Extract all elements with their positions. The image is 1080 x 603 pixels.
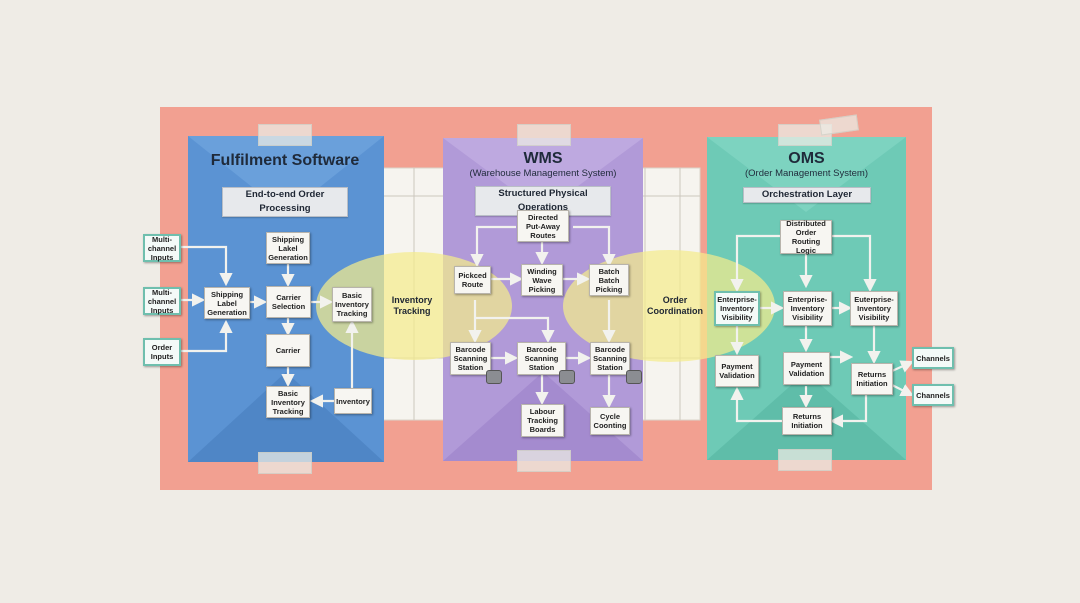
node-carrier: Carrier (266, 334, 310, 367)
input-order-inputs: Order Inputs (143, 338, 181, 366)
node-winding-wave-picking: Winding Wave Picking (521, 264, 563, 296)
node-batch-picking: Batch Batch Picking (589, 264, 629, 296)
input-multi-channel-1: Multi-channel Inputs (143, 234, 181, 262)
tape-decoration (517, 124, 571, 146)
oms-title: OMS (788, 150, 825, 167)
tape-decoration (258, 452, 312, 474)
output-channels-2: Channels (912, 384, 954, 406)
node-barcode-scanning-station-1: Barcode Scanning Station (450, 342, 491, 375)
barcode-scanner-icon (486, 370, 502, 384)
node-shipping-label-generation-top: Shipping Lakel Generation (266, 232, 310, 264)
node-enterprise-inventory-visibility-1: Enterprise-Inventory Visibility (714, 291, 760, 326)
node-returns-initiation-bottom: Returns Initiation (782, 407, 832, 435)
wms-title: WMS (523, 150, 563, 167)
node-inventory: Inventory (334, 388, 372, 414)
node-barcode-scanning-station-3: Barcode Scanning Station (590, 342, 630, 375)
node-basic-inventory-tracking: Basic Inventory Tracking (266, 386, 310, 418)
node-pickced-route: Pickced Route (454, 266, 491, 294)
input-multi-channel-2: Multi-channel Inputs (143, 287, 181, 315)
node-carrier-selection: Carrier Selection (266, 286, 311, 318)
tape-decoration (517, 450, 571, 472)
tape-decoration (258, 124, 312, 146)
oms-subtitle-strip: Orchestration Layer (743, 187, 871, 203)
node-enterprise-inventory-visibility-3: Euterprise-Inventory Visibility (850, 291, 898, 326)
node-cycle-counting: Cycle Coonting (590, 407, 630, 435)
node-labour-tracking-boards: Labour Tracking Boards (521, 404, 564, 437)
node-shipping-label-generation: Shipping Label Generation (204, 287, 250, 319)
node-enterprise-inventory-visibility-2: Enterprise-Inventory Visibility (783, 291, 832, 326)
node-payment-validation-center: Payment Validation (783, 352, 830, 385)
tape-decoration (819, 114, 859, 136)
node-basic-inventory-tracking-right: Basic Inventory Tracking (332, 287, 372, 322)
node-directed-put-away-routes: Directed Put-Away Routes (517, 210, 569, 242)
fulfilment-subtitle-strip: End-to-end Order Processing (222, 187, 348, 217)
inventory-tracking-label: Inventory Tracking (391, 295, 433, 316)
output-channels-1: Channels (912, 347, 954, 369)
tape-decoration (778, 124, 832, 146)
wms-subtitle: (Warehouse Management System) (469, 168, 617, 179)
oms-subtitle: (Order Management System) (744, 168, 868, 179)
node-barcode-scanning-station-2: Barcode Scanning Station (517, 342, 566, 375)
barcode-scanner-icon (626, 370, 642, 384)
node-payment-validation-left: Payment Validation (715, 355, 759, 387)
node-distributed-order-routing-logic: Distributed Order Routing Logic (780, 219, 832, 255)
fulfilment-title: Fulfilment Software (210, 152, 360, 169)
tape-decoration (778, 449, 832, 471)
node-returns-initiation-right: Returns Initiation (851, 363, 893, 395)
order-coordination-label: Order Coordination (647, 295, 703, 316)
barcode-scanner-icon (559, 370, 575, 384)
